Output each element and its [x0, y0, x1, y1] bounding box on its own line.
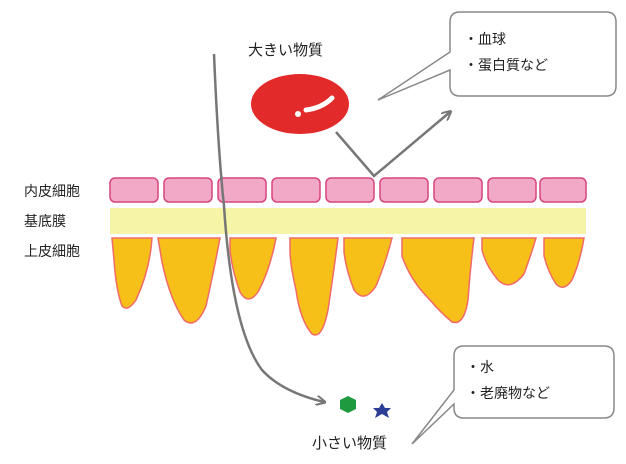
- callout-large-bubble: [377, 11, 617, 101]
- basement-membrane: [110, 208, 586, 234]
- hexagon-icon: [340, 396, 356, 413]
- callout-small-line-2: ・老廃物など: [466, 385, 550, 402]
- callout-small-line-1: ・水: [466, 360, 494, 376]
- label-small-substance: 小さい物質: [312, 434, 387, 452]
- callout-large-line-2: ・蛋白質など: [464, 58, 548, 74]
- endothelial-cells: [109, 177, 587, 203]
- red-blood-cell-icon: [251, 74, 349, 134]
- epithelial-cells: [111, 237, 585, 336]
- callout-small-bubble: [411, 345, 615, 445]
- large-substance-arrow: [335, 112, 450, 178]
- label-large-substance: 大きい物質: [248, 41, 323, 59]
- label-endothelial-cells: 内皮細胞: [24, 184, 80, 200]
- label-basement-membrane: 基底膜: [24, 213, 66, 230]
- callout-large-line-1: ・血球: [464, 32, 506, 48]
- small-substance-arrow: [212, 53, 324, 402]
- label-epithelial-cells: 上皮細胞: [24, 244, 80, 260]
- star-icon: [373, 403, 391, 418]
